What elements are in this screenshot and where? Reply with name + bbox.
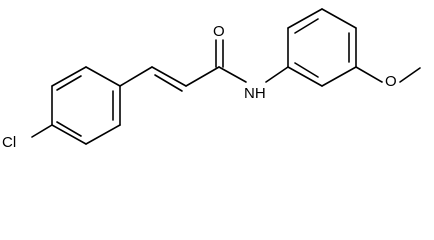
carbonyl-oxygen-label: O bbox=[213, 23, 225, 40]
bond-ring-vinyl bbox=[119, 66, 153, 87]
bond-ring1-b bbox=[85, 124, 121, 145]
bond-ring2-f bbox=[287, 66, 323, 87]
bond-ring2-e bbox=[321, 66, 357, 87]
bond-ring1-inner-2 bbox=[56, 121, 82, 137]
bond-ring1-e bbox=[51, 66, 87, 87]
bond-vinyl-double-inner bbox=[154, 74, 183, 92]
bond-ring1-c bbox=[51, 124, 87, 145]
bond-vinyl-double-outer bbox=[151, 66, 187, 87]
methoxyphenyl-ring bbox=[287, 8, 357, 87]
acrylamide-chain bbox=[119, 39, 289, 92]
amide-nitrogen-label: NH bbox=[244, 85, 266, 102]
bond-ring-o-methoxy bbox=[355, 66, 383, 83]
bond-vinyl-carbonyl bbox=[185, 66, 220, 87]
bond-ring2-c bbox=[321, 8, 357, 29]
chemical-structure-diagram: Cl O NH O bbox=[2, 8, 421, 151]
bond-n-ring bbox=[265, 66, 289, 83]
bond-carbonyl-n bbox=[218, 66, 247, 83]
bond-o-methyl bbox=[399, 67, 421, 83]
bond-c-cl bbox=[31, 124, 53, 138]
bond-ring2-inner-3 bbox=[294, 62, 319, 78]
bond-ring1-inner-3 bbox=[56, 75, 82, 91]
methoxy-oxygen-label: O bbox=[385, 73, 397, 90]
bond-ring2-b bbox=[287, 8, 323, 29]
chlorophenyl-ring bbox=[51, 66, 121, 145]
bond-ring2-inner-1 bbox=[294, 18, 319, 34]
chlorine-atom-label: Cl bbox=[2, 134, 16, 151]
bond-ring1-f bbox=[85, 66, 121, 87]
